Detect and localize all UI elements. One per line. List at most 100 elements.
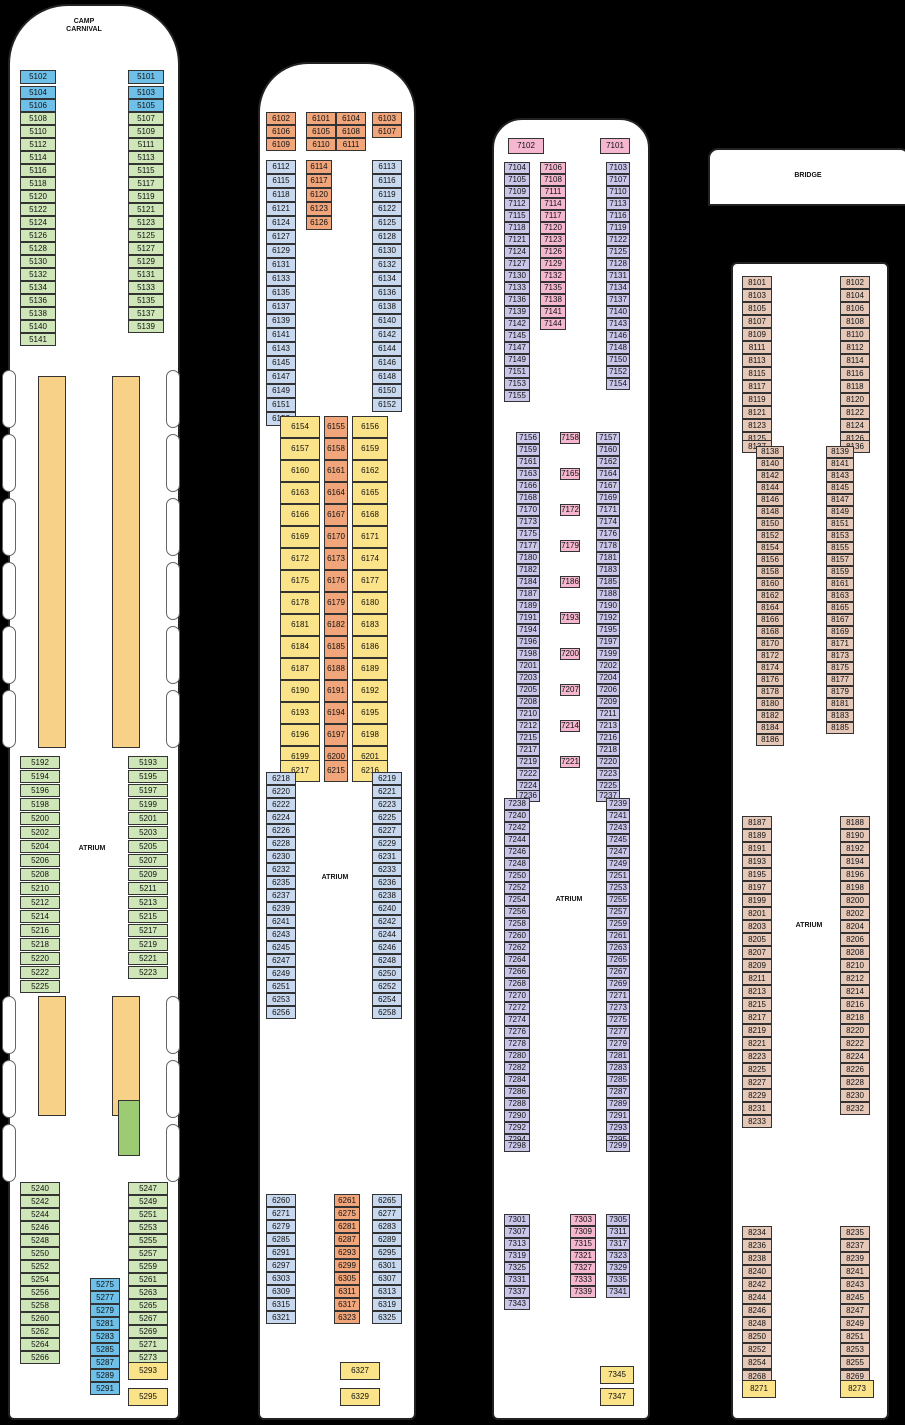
cabin[interactable]: 7110 [606, 186, 630, 198]
cabin[interactable]: 6226 [266, 824, 296, 837]
cabin[interactable]: 6114 [306, 160, 332, 174]
cabin[interactable]: 7252 [504, 882, 530, 894]
cabin[interactable]: 7171 [596, 504, 620, 516]
cabin[interactable]: 5283 [90, 1330, 120, 1343]
cabin[interactable]: 5107 [128, 112, 164, 125]
cabin[interactable]: 5244 [20, 1208, 60, 1221]
cabin[interactable]: 7129 [540, 258, 566, 270]
cabin[interactable]: 6131 [266, 258, 296, 272]
cabin[interactable]: 7287 [606, 1086, 630, 1098]
cabin[interactable]: 7207 [560, 684, 580, 696]
cabin[interactable]: 7245 [606, 834, 630, 846]
cabin[interactable]: 6251 [266, 980, 296, 993]
cabin[interactable]: 5254 [20, 1273, 60, 1286]
cabin[interactable]: 6293 [334, 1246, 360, 1259]
cabin[interactable]: 6287 [334, 1233, 360, 1246]
cabin[interactable]: 7121 [504, 234, 530, 246]
cabin[interactable]: 7255 [606, 894, 630, 906]
cabin[interactable]: 8231 [742, 1102, 772, 1115]
cabin[interactable]: 8226 [840, 1063, 870, 1076]
cabin[interactable]: 5195 [128, 770, 168, 783]
cabin[interactable]: 5214 [20, 910, 60, 923]
cabin[interactable]: 8151 [826, 518, 854, 530]
cabin[interactable]: 6196 [280, 724, 320, 746]
cabin[interactable]: 6258 [372, 1006, 402, 1019]
cabin[interactable]: 7217 [516, 744, 540, 756]
cabin[interactable]: 7101 [600, 138, 630, 154]
cabin[interactable]: 6281 [334, 1220, 360, 1233]
cabin[interactable]: 8143 [826, 470, 854, 482]
cabin[interactable]: 5246 [20, 1221, 60, 1234]
cabin[interactable]: 5109 [128, 125, 164, 138]
cabin[interactable]: 8253 [840, 1343, 870, 1356]
cabin[interactable]: 7214 [560, 720, 580, 732]
cabin[interactable]: 7191 [516, 612, 540, 624]
cabin[interactable]: 7325 [504, 1262, 530, 1274]
cabin[interactable]: 7240 [504, 810, 530, 822]
cabin[interactable]: 5218 [20, 938, 60, 951]
cabin[interactable]: 8273 [840, 1380, 874, 1398]
cabin[interactable]: 5265 [128, 1299, 168, 1312]
cabin[interactable]: 5252 [20, 1260, 60, 1273]
cabin[interactable]: 7248 [504, 858, 530, 870]
cabin[interactable]: 8221 [742, 1037, 772, 1050]
cabin[interactable]: 7298 [504, 1140, 530, 1152]
cabin[interactable]: 5105 [128, 99, 164, 112]
cabin[interactable]: 7323 [606, 1250, 630, 1262]
cabin[interactable]: 8251 [840, 1330, 870, 1343]
cabin[interactable]: 5273 [128, 1351, 168, 1364]
cabin[interactable]: 7339 [570, 1286, 596, 1298]
cabin[interactable]: 6317 [334, 1298, 360, 1311]
cabin[interactable]: 8215 [742, 998, 772, 1011]
cabin[interactable]: 6228 [266, 837, 296, 850]
cabin[interactable]: 6291 [266, 1246, 296, 1259]
cabin[interactable]: 6107 [372, 125, 402, 138]
cabin[interactable]: 6178 [280, 592, 320, 614]
cabin[interactable]: 8234 [742, 1226, 772, 1239]
cabin[interactable]: 5255 [128, 1234, 168, 1247]
cabin[interactable]: 5207 [128, 854, 168, 867]
cabin[interactable]: 8198 [840, 881, 870, 894]
cabin[interactable]: 6174 [352, 548, 388, 570]
cabin[interactable]: 6192 [352, 680, 388, 702]
cabin[interactable]: 7136 [504, 294, 530, 306]
cabin[interactable]: 5271 [128, 1338, 168, 1351]
cabin[interactable]: 8229 [742, 1089, 772, 1102]
cabin[interactable]: 5250 [20, 1247, 60, 1260]
cabin[interactable]: 7105 [504, 174, 530, 186]
cabin[interactable]: 8244 [742, 1291, 772, 1304]
cabin[interactable]: 7246 [504, 846, 530, 858]
cabin[interactable]: 8174 [756, 662, 784, 674]
cabin[interactable]: 7167 [596, 480, 620, 492]
cabin[interactable]: 7124 [504, 246, 530, 258]
cabin[interactable]: 7327 [570, 1262, 596, 1274]
cabin[interactable]: 6102 [266, 112, 296, 125]
cabin[interactable]: 7159 [516, 444, 540, 456]
cabin[interactable]: 8166 [756, 614, 784, 626]
cabin[interactable]: 7160 [596, 444, 620, 456]
cabin[interactable]: 6125 [372, 216, 402, 230]
cabin[interactable]: 8220 [840, 1024, 870, 1037]
cabin[interactable]: 7139 [504, 306, 530, 318]
cabin[interactable]: 5256 [20, 1286, 60, 1299]
cabin[interactable]: 5240 [20, 1182, 60, 1195]
cabin[interactable]: 8206 [840, 933, 870, 946]
cabin[interactable]: 7135 [540, 282, 566, 294]
cabin[interactable]: 7290 [504, 1110, 530, 1122]
cabin[interactable]: 7117 [540, 210, 566, 222]
cabin[interactable]: 8103 [742, 289, 772, 302]
cabin[interactable]: 5223 [128, 966, 168, 979]
cabin[interactable]: 7146 [606, 330, 630, 342]
cabin[interactable]: 7256 [504, 906, 530, 918]
cabin[interactable]: 6289 [372, 1233, 402, 1246]
cabin[interactable]: 6279 [266, 1220, 296, 1233]
cabin[interactable]: 7166 [516, 480, 540, 492]
cabin[interactable]: 6243 [266, 928, 296, 941]
cabin[interactable]: 5122 [20, 203, 56, 216]
cabin[interactable]: 7163 [516, 468, 540, 480]
cabin[interactable]: 7284 [504, 1074, 530, 1086]
cabin[interactable]: 8144 [756, 482, 784, 494]
cabin[interactable]: 6265 [372, 1194, 402, 1207]
cabin[interactable]: 6297 [266, 1259, 296, 1272]
cabin[interactable]: 8208 [840, 946, 870, 959]
